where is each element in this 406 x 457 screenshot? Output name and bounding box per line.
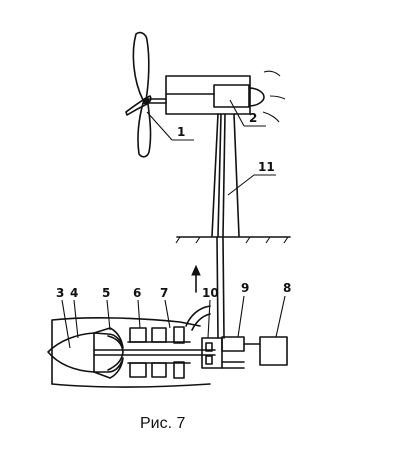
leader-11: [227, 174, 255, 196]
tower-shaft-left: [217, 113, 222, 237]
leader-1: [146, 111, 173, 141]
tower-shaft-right: [222, 113, 226, 237]
casing-lower: [51, 383, 211, 388]
rotor-blade-lower: [137, 102, 152, 158]
turbine-rotor: [125, 31, 152, 158]
gearbox-10: [201, 337, 223, 369]
ground-hatch: [245, 236, 251, 244]
figure-caption: Рис. 7: [140, 415, 186, 432]
tower-right-leg: [233, 113, 240, 237]
label-1: 1: [177, 125, 185, 139]
label-4: 4: [70, 286, 78, 300]
ground-hatch: [283, 236, 289, 244]
nacelle: [165, 70, 286, 123]
wind-mark-mid: [269, 95, 286, 100]
label-9: 9: [241, 281, 249, 295]
leader-10: [207, 299, 211, 339]
nose-cone: [47, 332, 95, 373]
stage-7-lower: [173, 361, 185, 379]
nacelle-housing: [165, 75, 251, 115]
label-8: 8: [283, 281, 291, 295]
leader-7: [164, 299, 171, 329]
drive-shaft-right: [222, 236, 225, 339]
stage-6a-lower: [129, 362, 147, 378]
leader-6: [137, 299, 141, 329]
ground: [175, 236, 291, 244]
tower: [211, 113, 240, 237]
compressor-lower: [93, 357, 124, 379]
drive-shaft-left: [216, 236, 219, 339]
casing-upper: [51, 317, 201, 385]
stage-7-upper: [173, 326, 185, 344]
leader-5: [106, 299, 111, 331]
compressor-upper: [93, 327, 124, 349]
stage-6b-lower: [151, 362, 167, 378]
leader-4: [73, 299, 79, 339]
label-3: 3: [56, 286, 64, 300]
label-2: 2: [249, 111, 257, 125]
engine-assembly: [47, 305, 245, 388]
label-7: 7: [160, 286, 168, 300]
wind-mark-bottom: [262, 111, 280, 123]
nacelle-nose: [248, 87, 265, 107]
exhaust-duct-inner: [191, 313, 211, 331]
stage-6b-upper: [151, 327, 167, 343]
label-5: 5: [102, 286, 110, 300]
ground-hatch: [195, 236, 201, 244]
leader-9: [237, 295, 245, 338]
leader-8: [275, 295, 286, 338]
wind-mark-top: [263, 70, 281, 77]
label-10: 10: [202, 286, 219, 300]
rotor-blade-side: [125, 95, 152, 116]
label-11: 11: [258, 160, 275, 174]
ground-hatch: [265, 236, 271, 244]
ground-hatch: [175, 236, 181, 244]
leader-lines: [61, 99, 286, 349]
exhaust-duct-outer: [185, 305, 211, 327]
gear-10b: [205, 355, 213, 365]
rotor-blade-upper: [132, 31, 150, 101]
stage-6a-upper: [129, 327, 147, 343]
tower-left-leg: [211, 113, 219, 237]
gear-10a: [205, 342, 213, 352]
flow-arrow-head: [191, 264, 201, 276]
leader-3: [61, 299, 71, 349]
flow-arrow: [191, 264, 201, 293]
leader-2: [229, 99, 245, 127]
label-6: 6: [133, 286, 141, 300]
unit-2-box: [213, 84, 250, 108]
unit-9-box: [221, 336, 245, 352]
compressor-core: [107, 335, 124, 371]
unit-8-box: [259, 336, 288, 366]
